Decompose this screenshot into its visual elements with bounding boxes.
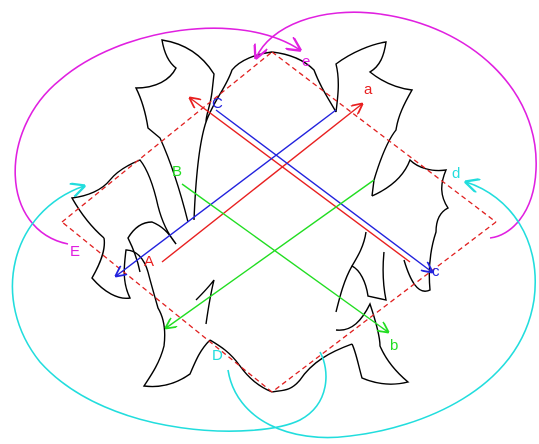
label-magenta-lower: E <box>70 243 80 260</box>
label-green-lower: b <box>390 337 398 354</box>
label-cyan-upper: d <box>452 165 460 182</box>
diamond-top-right-edge <box>272 52 496 222</box>
diamond-bottom-right-edge <box>272 222 496 392</box>
label-blue-lower: c <box>432 263 440 280</box>
green-line-ascending <box>166 180 374 328</box>
notch-right <box>352 232 386 300</box>
magenta-top-right-curve <box>256 12 536 238</box>
blue-line-ascending <box>116 110 336 276</box>
red-line-ascending <box>162 104 362 262</box>
connector-bottom-left <box>196 280 214 324</box>
label-red-lower: A <box>144 253 154 270</box>
arm-bottom-left <box>144 272 210 387</box>
arm-top-right <box>336 42 412 196</box>
label-green-upper: B <box>172 163 182 180</box>
labels: a A B b C c d D e E <box>70 53 460 364</box>
cyan-right-curve <box>228 182 535 438</box>
label-blue-upper: C <box>212 95 223 112</box>
label-red-upper: a <box>364 81 373 98</box>
red-line-descending <box>190 98 410 262</box>
edge-pairings <box>116 98 432 332</box>
label-cyan-lower: D <box>212 347 223 364</box>
label-magenta-upper: e <box>302 53 310 70</box>
dome-top <box>206 52 336 122</box>
diamond-top-left-edge <box>62 52 272 222</box>
fundamental-diamond <box>62 52 496 392</box>
